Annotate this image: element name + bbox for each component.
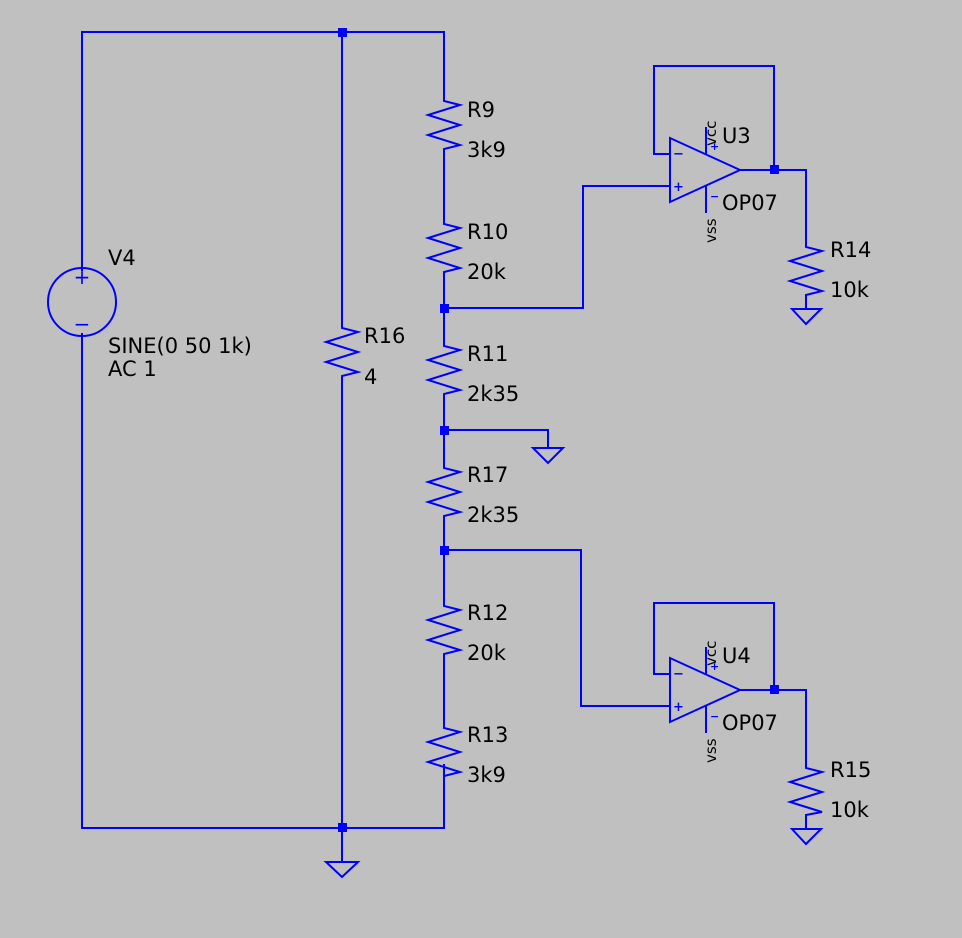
u4-vss-pin-label: vss: [702, 738, 720, 763]
junction-dot: [338, 28, 347, 37]
resistor-r14[interactable]: [786, 231, 826, 296]
r13-value-label: 3k9: [467, 763, 506, 787]
junction-dot: [440, 304, 449, 313]
resistor-r12[interactable]: [424, 590, 464, 670]
u3-minus-sign: −: [673, 147, 684, 162]
r12-value-label: 20k: [467, 641, 507, 665]
wire-u4-feedback[interactable]: [653, 602, 775, 691]
ground-symbol-mid[interactable]: [530, 447, 566, 465]
u4-vcc-pin-label: vcc: [702, 641, 720, 666]
resistor-r9[interactable]: [424, 85, 464, 165]
u3-name-label: U3: [722, 124, 751, 148]
voltage-source-v4[interactable]: + −: [47, 265, 117, 337]
wire-u4-output[interactable]: [739, 689, 807, 753]
ground-symbol-r14[interactable]: [789, 294, 824, 326]
resistor-r10[interactable]: [424, 208, 464, 288]
junctions: [338, 28, 779, 832]
junction-dot: [440, 546, 449, 555]
r15-name-label: R15: [830, 758, 871, 782]
r10-value-label: 20k: [467, 260, 507, 284]
ground-symbol-main[interactable]: [323, 861, 361, 879]
u4-vss-minus: −: [710, 710, 719, 723]
u3-vcc-pin-label: vcc: [702, 121, 720, 146]
opamp-u3[interactable]: − + + −: [669, 127, 743, 213]
source-minus-sign: −: [74, 312, 91, 336]
r17-value-label: 2k35: [467, 503, 519, 527]
resistor-r16[interactable]: [322, 312, 362, 392]
junction-dot: [770, 165, 779, 174]
r15-value-label: 10k: [830, 798, 870, 822]
wire-u4-plus-input[interactable]: [443, 549, 671, 707]
source-ac-label: AC 1: [108, 357, 157, 381]
wire-u3-feedback[interactable]: [653, 65, 775, 171]
source-plus-sign: +: [74, 265, 91, 289]
wire-top-rail[interactable]: [81, 31, 445, 271]
source-value-label: SINE(0 50 1k): [108, 334, 252, 358]
wires: [81, 31, 807, 863]
r11-value-label: 2k35: [467, 382, 519, 406]
r13-name-label: R13: [467, 723, 508, 747]
resistor-r13[interactable]: [424, 712, 464, 792]
r10-name-label: R10: [467, 220, 508, 244]
wire-mid-ground[interactable]: [443, 429, 549, 449]
resistor-r17[interactable]: [424, 452, 464, 532]
wire-u3-plus-input[interactable]: [443, 185, 671, 309]
r16-value-label: 4: [364, 365, 377, 389]
u3-vcc-plus: +: [710, 140, 719, 153]
wire-bottom-rail[interactable]: [81, 333, 445, 829]
r9-name-label: R9: [467, 98, 495, 122]
junction-dot: [770, 685, 779, 694]
u3-model-label: OP07: [722, 191, 778, 215]
opamp-u4[interactable]: − + + −: [669, 647, 743, 733]
u3-vss-minus: −: [710, 190, 719, 203]
u4-plus-sign: +: [673, 700, 684, 715]
u4-name-label: U4: [722, 644, 751, 668]
junction-dot: [440, 426, 449, 435]
r16-name-label: R16: [364, 324, 405, 348]
wire-u3-output[interactable]: [739, 169, 807, 232]
r17-name-label: R17: [467, 463, 508, 487]
source-name-label: V4: [108, 246, 136, 270]
resistor-r15[interactable]: [786, 752, 826, 816]
u4-minus-sign: −: [673, 667, 684, 682]
u4-model-label: OP07: [722, 711, 778, 735]
u3-plus-sign: +: [673, 180, 684, 195]
junction-dot: [338, 823, 347, 832]
ground-symbol-r15[interactable]: [789, 814, 824, 846]
r9-value-label: 3k9: [467, 138, 506, 162]
u3-vss-pin-label: vss: [702, 218, 720, 243]
r12-name-label: R12: [467, 601, 508, 625]
resistor-r11[interactable]: [424, 330, 464, 410]
r14-name-label: R14: [830, 238, 871, 262]
u4-vcc-plus: +: [710, 660, 719, 673]
r14-value-label: 10k: [830, 278, 870, 302]
r11-name-label: R11: [467, 342, 508, 366]
